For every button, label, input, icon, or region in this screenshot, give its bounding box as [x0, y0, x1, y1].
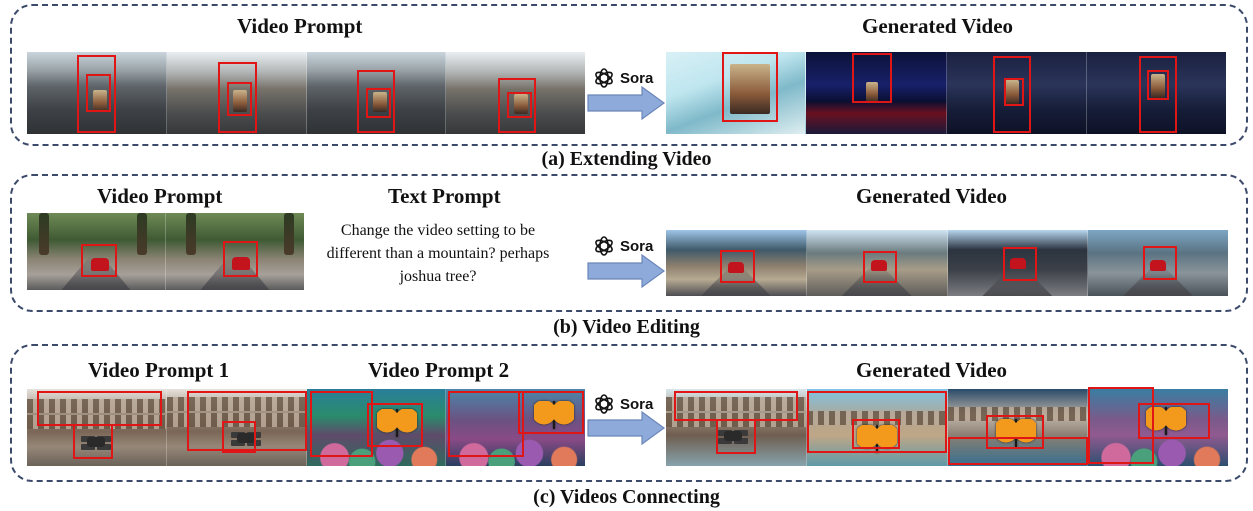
video-frame — [666, 389, 807, 466]
generated-video-title-c: Generated Video — [856, 358, 1008, 382]
video-frame — [1086, 52, 1226, 134]
video-prompt-strip-c — [27, 389, 585, 466]
video-frame — [446, 52, 585, 134]
arrow-icon — [587, 411, 666, 445]
panel-extending-video — [10, 4, 1248, 146]
arrow-icon — [587, 254, 666, 288]
sora-label-c: Sora — [592, 392, 653, 416]
generated-video-title-a: Generated Video — [862, 14, 1014, 38]
arrow-icon — [587, 86, 666, 120]
openai-logo-icon — [595, 68, 613, 88]
video-frame — [306, 389, 447, 466]
generated-video-strip-c — [666, 387, 1228, 466]
generated-video-strip-b — [666, 230, 1228, 296]
video-frame — [666, 230, 807, 296]
video-frame — [27, 213, 166, 290]
video-frame — [947, 230, 1089, 296]
caption-video-editing: (b) Video Editing — [553, 316, 700, 338]
video-frame — [1088, 230, 1228, 296]
video-prompt-strip-a — [27, 52, 585, 134]
video-frame — [1088, 387, 1228, 466]
video-frame — [306, 52, 447, 134]
video-frame — [446, 389, 585, 466]
model-name: Sora — [620, 395, 654, 413]
video-prompt-strip-b — [27, 213, 304, 290]
video-prompt-title-a: Video Prompt — [237, 14, 363, 38]
video-frame — [947, 389, 1089, 466]
caption-videos-connecting: (c) Videos Connecting — [533, 486, 720, 508]
video-frame — [806, 389, 948, 466]
caption-extending-video: (a) Extending Video — [541, 148, 712, 170]
video-prompt-1-title: Video Prompt 1 — [88, 358, 230, 382]
model-name: Sora — [620, 69, 654, 87]
text-prompt-body: Change the video setting to be different… — [326, 222, 550, 285]
video-frame — [27, 52, 167, 134]
panel-video-editing — [10, 174, 1248, 312]
video-prompt-title-b: Video Prompt — [97, 184, 223, 208]
video-frame — [27, 389, 167, 466]
generated-video-title-b: Generated Video — [856, 184, 1008, 208]
video-frame — [806, 230, 948, 296]
video-frame — [166, 213, 304, 290]
video-frame — [166, 389, 307, 466]
video-frame — [946, 52, 1087, 134]
sora-label-b: Sora — [592, 234, 653, 258]
video-prompt-2-title: Video Prompt 2 — [368, 358, 510, 382]
video-frame — [806, 52, 947, 134]
panel-videos-connecting — [10, 344, 1248, 482]
openai-logo-icon — [595, 236, 613, 256]
model-name: Sora — [620, 237, 654, 255]
video-frame — [666, 52, 807, 134]
text-prompt-title: Text Prompt — [388, 184, 501, 208]
generated-video-strip-a — [666, 52, 1226, 134]
video-frame — [166, 52, 307, 134]
sora-label-a: Sora — [592, 66, 653, 90]
openai-logo-icon — [595, 394, 613, 414]
